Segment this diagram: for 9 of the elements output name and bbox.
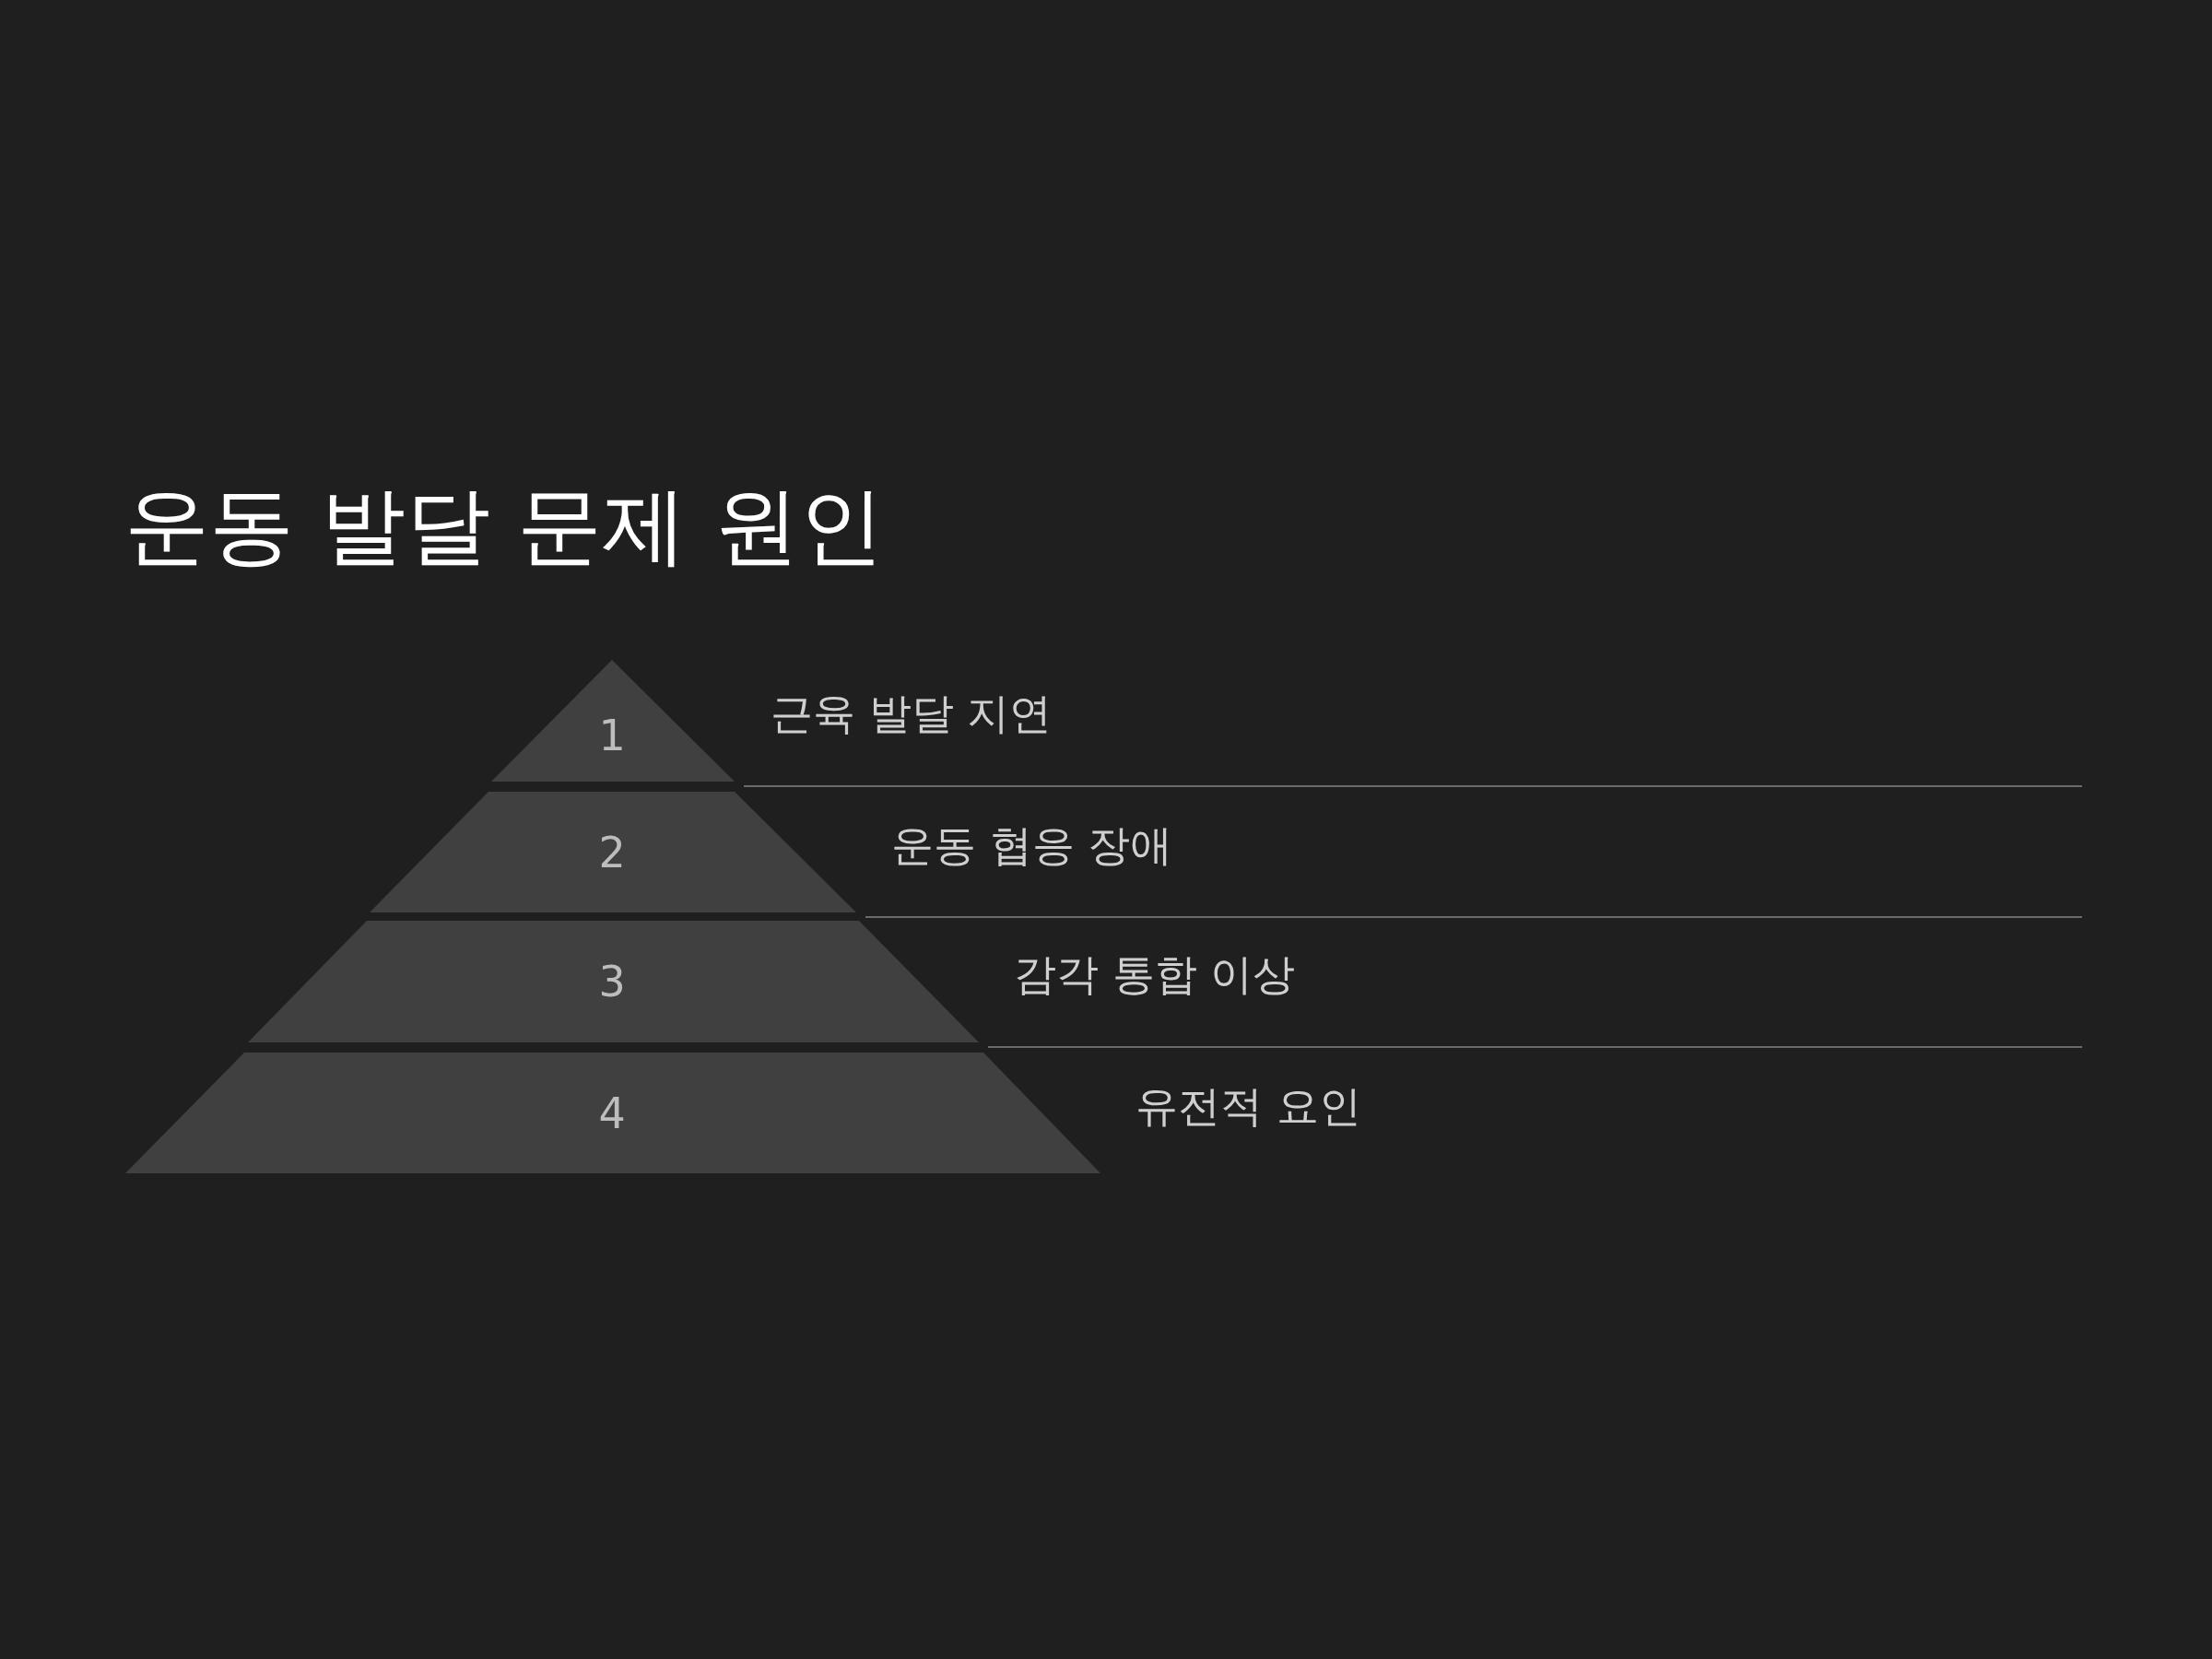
tier-label: 유전적 요인: [1135, 1084, 1361, 1127]
tier-number: 4: [598, 1091, 626, 1135]
tier-number: 1: [598, 713, 626, 757]
tier-label: 근육 발달 지연: [771, 692, 1053, 735]
tier-number: 3: [598, 960, 626, 1003]
tier-label: 감각 통합 이상: [1014, 953, 1296, 995]
title: 운동 발달 문제 원인: [124, 479, 884, 573]
tier-number: 2: [598, 830, 626, 874]
tier-label: 운동 협응 장애: [891, 823, 1173, 866]
